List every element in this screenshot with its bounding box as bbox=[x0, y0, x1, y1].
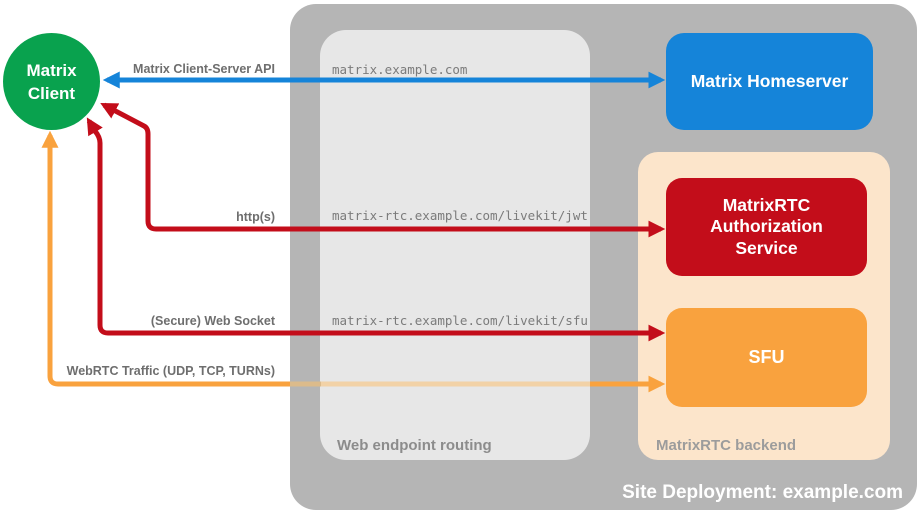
web-endpoint-routing-panel: Web endpoint routing bbox=[320, 30, 590, 460]
node-matrix-client-label: Matrix Client bbox=[26, 60, 77, 103]
node-matrix-homeserver-label: Matrix Homeserver bbox=[690, 71, 849, 91]
route-matrix-example-com: matrix.example.com bbox=[332, 62, 468, 77]
node-matrix-homeserver: Matrix Homeserver bbox=[666, 33, 873, 130]
web-endpoint-routing-label: Web endpoint routing bbox=[337, 437, 492, 454]
matrixrtc-backend-label: MatrixRTC backend bbox=[656, 437, 797, 454]
site-deployment-label: Site Deployment: example.com bbox=[622, 482, 903, 503]
edge-label-client-server-api: Matrix Client-Server API bbox=[133, 62, 275, 76]
node-matrixrtc-authorization-service: MatrixRTC Authorization Service bbox=[666, 178, 867, 276]
node-sfu-label: SFU bbox=[748, 347, 785, 367]
route-livekit-sfu: matrix-rtc.example.com/livekit/sfu bbox=[332, 313, 588, 328]
node-matrixrtc-authorization-service-label: MatrixRTC Authorization Service bbox=[710, 194, 823, 258]
edge-label-webrtc-traffic: WebRTC Traffic (UDP, TCP, TURNs) bbox=[66, 364, 275, 378]
node-matrix-client: Matrix Client bbox=[3, 33, 100, 130]
node-sfu: SFU bbox=[666, 308, 867, 407]
edge-label-https: http(s) bbox=[236, 210, 275, 224]
edge-label-websocket: (Secure) Web Socket bbox=[150, 314, 275, 328]
route-livekit-jwt: matrix-rtc.example.com/livekit/jwt bbox=[332, 208, 588, 223]
